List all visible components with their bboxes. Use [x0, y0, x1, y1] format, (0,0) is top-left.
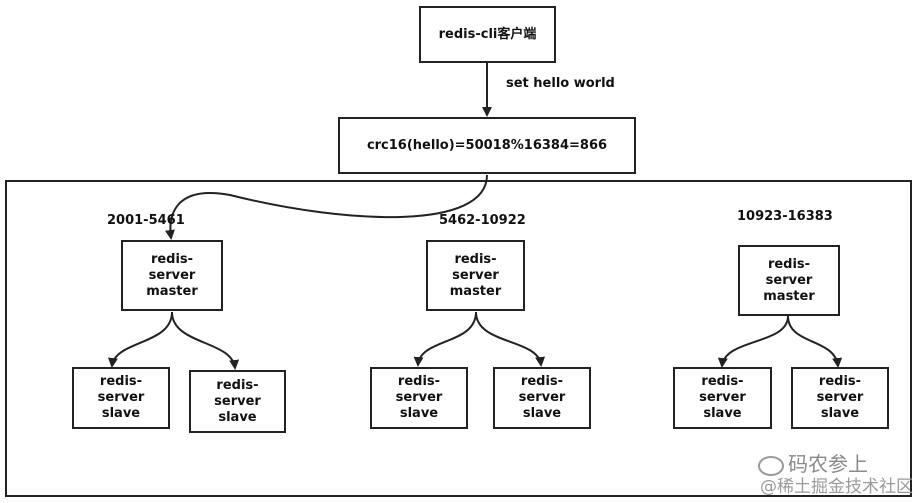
slave-text-line: server — [699, 390, 746, 405]
shard-1-slave-1: redis- server slave — [72, 367, 170, 429]
command-label: set hello world — [506, 76, 615, 91]
slave-text-line: slave — [218, 409, 257, 425]
arrow-master2-slave2 — [475, 311, 546, 367]
master-text-line: server — [148, 267, 196, 283]
master-text-line: master — [146, 283, 198, 299]
arrow-master3-slave2 — [787, 315, 843, 368]
master-text-line: master — [763, 288, 815, 304]
shard-3-slave-1: redis- server slave — [673, 367, 772, 429]
cluster-container — [5, 180, 912, 497]
slave-text-line: slave — [101, 406, 141, 421]
slave-text-line: redis- — [99, 374, 143, 389]
master-text-line: redis- — [767, 256, 811, 272]
shard-2-slave-1: redis- server slave — [370, 367, 468, 429]
shard-3-range: 10923-16383 — [737, 209, 833, 224]
slave-text-line: server — [816, 390, 864, 405]
arrow-master1-slave1 — [107, 311, 173, 368]
client-label: redis-cli客户端 — [438, 26, 537, 42]
shard-1-slave-2: redis- server slave — [189, 370, 286, 433]
shard-2-range: 5462-10922 — [439, 213, 526, 228]
shard-2-master: redis- server master — [426, 240, 525, 311]
shard-1-range: 2001-5461 — [107, 213, 185, 228]
slave-text-line: redis- — [397, 374, 441, 389]
arrow-master3-slave1 — [717, 315, 789, 368]
shard-1-master: redis- server master — [121, 240, 223, 311]
master-text-line: server — [765, 272, 813, 288]
slave-text-line: slave — [399, 406, 439, 421]
slave-text-line: redis- — [520, 374, 564, 389]
shard-3-slave-2: redis- server slave — [791, 367, 889, 429]
slave-text-line: slave — [820, 406, 860, 421]
hash-label: crc16(hello)=50018%16384=866 — [366, 137, 608, 153]
shard-3-master: redis- server master — [738, 245, 840, 316]
arrow-master2-slave1 — [413, 311, 477, 367]
watermark-line-1: 码农参上 — [758, 448, 868, 477]
slave-text-line: slave — [703, 406, 742, 421]
slave-text-line: server — [214, 393, 261, 409]
master-text-line: redis- — [454, 251, 497, 267]
hash-box: crc16(hello)=50018%16384=866 — [338, 117, 636, 174]
watermark-brand: 码农参上 — [788, 452, 868, 476]
wechat-icon — [758, 455, 784, 476]
watermark-line-2: @稀土掘金技术社区 — [760, 477, 913, 497]
slave-text-line: redis- — [818, 374, 862, 389]
slave-text-line: server — [97, 390, 145, 405]
arrow-hash-to-master-1 — [165, 174, 488, 240]
shard-2-slave-2: redis- server slave — [493, 367, 591, 429]
slave-text-line: slave — [522, 406, 562, 421]
slave-text-line: server — [395, 390, 443, 405]
master-text-line: server — [452, 267, 499, 283]
master-text-line: master — [449, 283, 502, 299]
slave-text-line: redis- — [216, 377, 259, 393]
master-text-line: redis- — [150, 251, 194, 267]
slave-text-line: server — [518, 390, 566, 405]
slave-text-line: redis- — [701, 374, 744, 389]
client-box: redis-cli客户端 — [419, 6, 556, 63]
arrow-master1-slave2 — [171, 311, 240, 370]
